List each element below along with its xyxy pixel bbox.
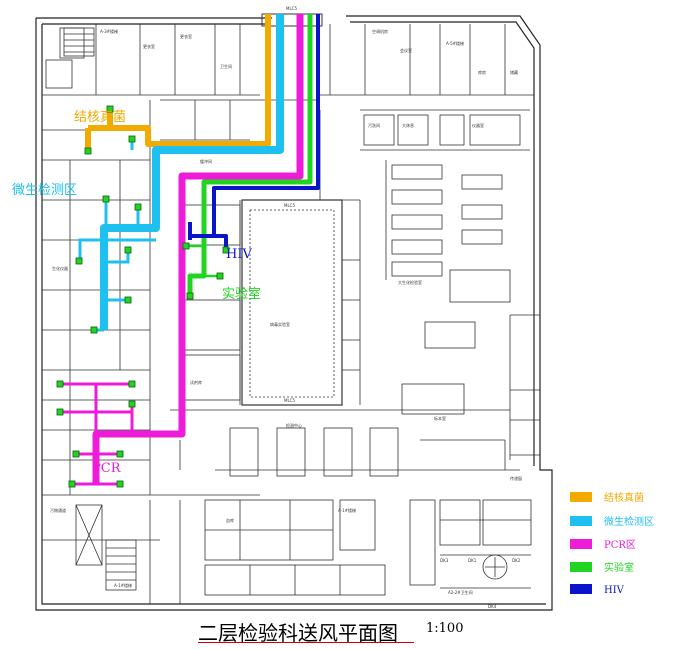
duct-pcr xyxy=(92,14,304,484)
legend-item-hiv: HIV xyxy=(570,584,625,596)
zone-label-lab: 实验室 xyxy=(222,286,261,302)
svg-text:更衣室: 更衣室 xyxy=(143,43,155,49)
svg-text:A2-2#卫生间: A2-2#卫生间 xyxy=(448,589,473,595)
legend-swatch-pcr xyxy=(570,539,592,549)
interior-walls xyxy=(42,13,540,604)
legend-item-micro: 微生检测区 xyxy=(570,515,654,528)
duct-hiv xyxy=(188,14,320,250)
duct-tb xyxy=(85,14,271,150)
svg-text:大休息: 大休息 xyxy=(402,122,414,128)
svg-text:卫生间: 卫生间 xyxy=(220,63,232,69)
legend-label-pcr: PCR区 xyxy=(604,539,636,551)
duct-lab xyxy=(187,14,313,296)
svg-text:检测中心: 检测中心 xyxy=(286,422,302,428)
svg-text:A-1#楼梯: A-1#楼梯 xyxy=(338,507,356,513)
shaft-label: MLC5 xyxy=(286,6,297,11)
svg-text:污物通道: 污物通道 xyxy=(50,507,66,513)
zone-label-micro: 微生检测区 xyxy=(12,183,77,198)
svg-text:大生化检验室: 大生化检验室 xyxy=(398,279,422,285)
dk4-label: DK4 xyxy=(488,604,497,609)
legend-swatch-hiv xyxy=(570,584,592,594)
svg-text:污洗间: 污洗间 xyxy=(368,122,380,128)
svg-text:标本室: 标本室 xyxy=(434,415,446,421)
svg-text:A-5#楼梯: A-5#楼梯 xyxy=(446,40,464,46)
zone-label-pcr: PCR xyxy=(92,461,122,476)
legend-swatch-lab xyxy=(570,562,592,572)
legend-item-pcr: PCR区 xyxy=(570,539,636,551)
floor-plan: A-3#楼梯 更衣室 更衣室 卫生间 空调机房 会议室 A-5#楼梯 库房 储藏… xyxy=(12,6,654,611)
svg-text:病毒实验室: 病毒实验室 xyxy=(270,321,290,327)
svg-text:血库: 血库 xyxy=(226,517,234,523)
svg-text:A-1#楼梯: A-1#楼梯 xyxy=(114,582,132,588)
legend-label-lab: 实验室 xyxy=(604,561,634,574)
svg-text:空调机房: 空调机房 xyxy=(372,28,388,34)
svg-text:更衣室: 更衣室 xyxy=(180,33,192,39)
legend-item-tb: 结核真菌 xyxy=(570,491,644,504)
svg-text:库房: 库房 xyxy=(478,69,486,75)
dk2-label: DK2 xyxy=(512,558,521,563)
room-labels: A-3#楼梯 更衣室 更衣室 卫生间 空调机房 会议室 A-5#楼梯 库房 储藏… xyxy=(50,28,522,595)
svg-text:缓冲间: 缓冲间 xyxy=(200,158,212,164)
mlc5-bottom-label: MLC5 xyxy=(284,398,295,403)
svg-text:A-3#楼梯: A-3#楼梯 xyxy=(100,28,118,34)
zone-label-tb: 结核真菌 xyxy=(74,110,126,125)
dk1-label: DK1 xyxy=(468,558,477,563)
mlc5-top-label: MLC5 xyxy=(284,203,295,208)
legend-swatch-tb xyxy=(570,492,592,502)
legend: 结核真菌 微生检测区 PCR区 实验室 HIV xyxy=(570,491,654,596)
drawing-title: 二层检验科送风平面图 xyxy=(198,621,398,645)
duct-micro xyxy=(100,14,284,330)
legend-label-micro: 微生检测区 xyxy=(604,515,654,528)
legend-label-tb: 结核真菌 xyxy=(604,491,644,504)
svg-text:传递窗: 传递窗 xyxy=(510,475,522,481)
svg-text:生化仪器: 生化仪器 xyxy=(52,265,68,271)
plan-code-labels: MLC5 MLC5 MLC5 DK1 DK2 DK3 DK4 xyxy=(284,6,521,609)
duct-pcr-branches xyxy=(60,382,134,486)
legend-item-lab: 实验室 xyxy=(570,561,634,574)
legend-swatch-micro xyxy=(570,516,592,526)
svg-text:仪器室: 仪器室 xyxy=(472,122,484,128)
legend-label-hiv: HIV xyxy=(604,585,625,596)
svg-text:试剂库: 试剂库 xyxy=(190,379,202,385)
title-underline xyxy=(198,642,414,643)
diffusers xyxy=(56,105,230,488)
dk3-label: DK3 xyxy=(440,558,449,563)
building-outline xyxy=(35,15,553,611)
drawing-scale: 1:100 xyxy=(426,621,464,636)
zone-label-hiv: HIV xyxy=(226,247,252,262)
svg-text:会议室: 会议室 xyxy=(400,47,412,53)
duct-micro-branches xyxy=(78,140,156,332)
svg-text:储藏: 储藏 xyxy=(510,69,518,75)
